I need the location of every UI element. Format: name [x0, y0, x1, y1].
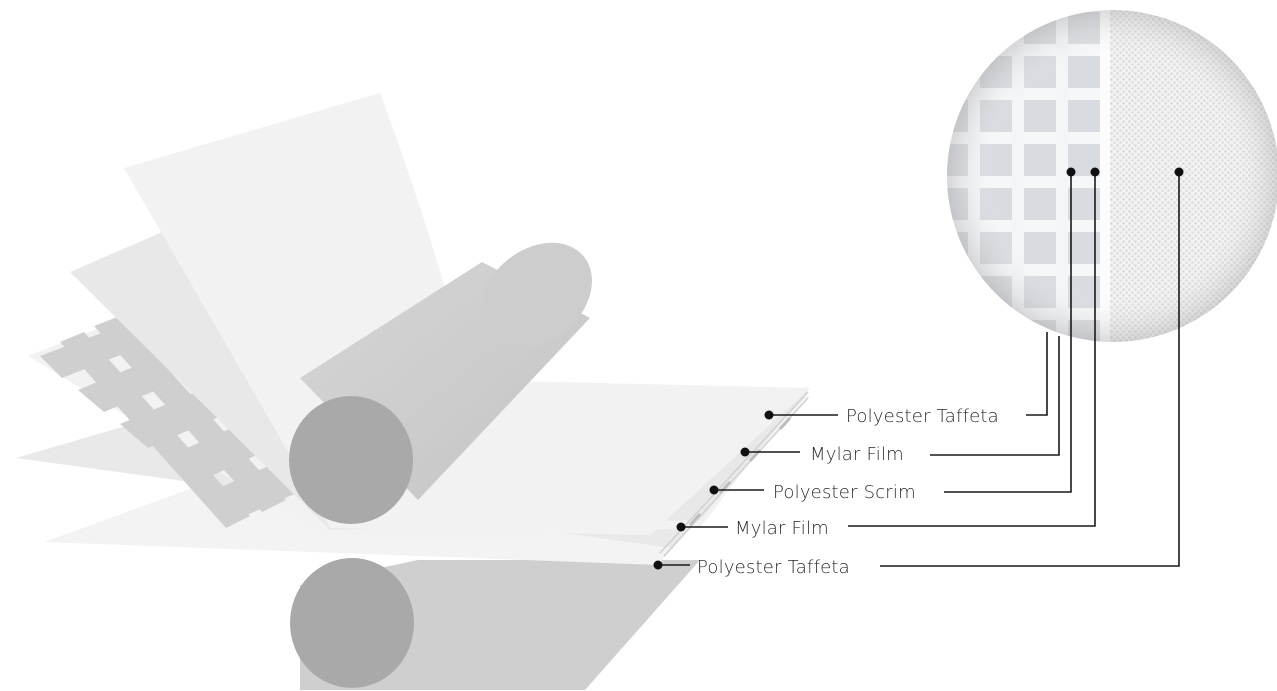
sheet-top-taffeta — [124, 93, 810, 535]
label-scrim: Polyester Scrim — [773, 482, 916, 503]
label-top-mylar: Mylar Film — [810, 444, 904, 465]
layer-stack — [16, 93, 810, 565]
bottom-roller-end — [290, 558, 414, 688]
label-bottom-taffeta: Polyester Taffeta — [697, 557, 850, 578]
bottom-roller — [290, 558, 700, 690]
label-top-taffeta: Polyester Taffeta — [846, 406, 999, 427]
label-bottom-mylar: Mylar Film — [735, 518, 829, 539]
top-roller-end — [289, 396, 413, 524]
leader-lines — [848, 167, 1184, 567]
layer-labels: Polyester Taffeta Mylar Film Polyester S… — [697, 406, 999, 578]
scrim-grid — [40, 316, 326, 528]
magnified-lens — [947, 10, 1277, 342]
edge-leaders — [653, 410, 838, 570]
top-roller — [289, 242, 592, 524]
